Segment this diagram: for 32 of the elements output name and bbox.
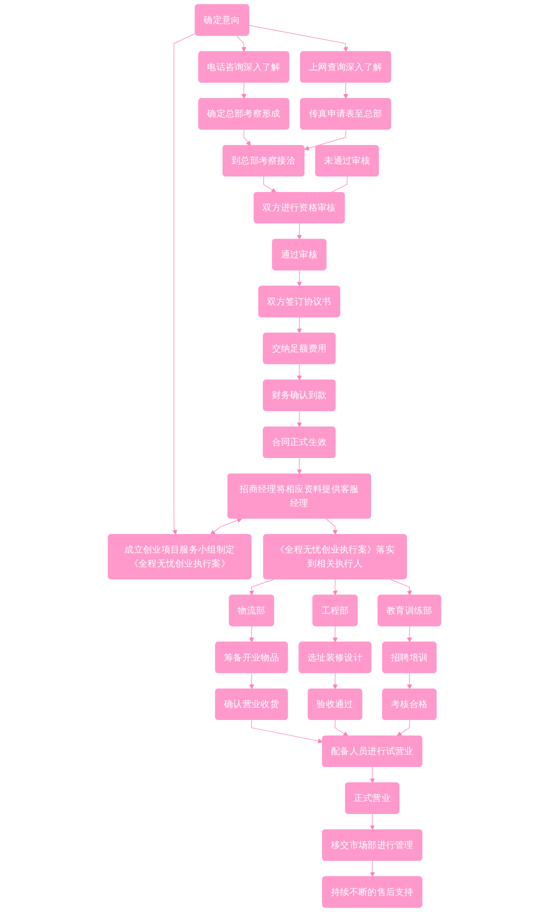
arrow [296,410,302,428]
arrow [248,25,348,52]
arrow [334,720,348,736]
arrow [390,579,412,596]
arrow [326,518,338,535]
arrow [236,35,246,52]
arrow [370,766,375,784]
arrow [332,626,338,642]
arrow [249,672,254,690]
arrow [304,129,346,151]
arrow [263,176,276,193]
arrow [296,364,302,380]
arrow [296,223,302,240]
arrow [243,129,251,146]
arrow [296,458,302,474]
arrow [241,82,246,99]
arrow [407,626,412,642]
connector [330,176,348,193]
arrow [332,579,338,596]
arrow [396,720,410,736]
arrow [296,270,302,287]
arrow [296,316,302,334]
arrow [370,860,375,878]
arrow [251,720,323,744]
arrow [332,672,338,690]
arrow [249,626,254,642]
arrow [210,518,242,535]
arrow [172,33,196,535]
arrow [370,814,375,830]
arrow [343,82,348,99]
arrow [407,672,412,690]
arrow [249,579,274,596]
